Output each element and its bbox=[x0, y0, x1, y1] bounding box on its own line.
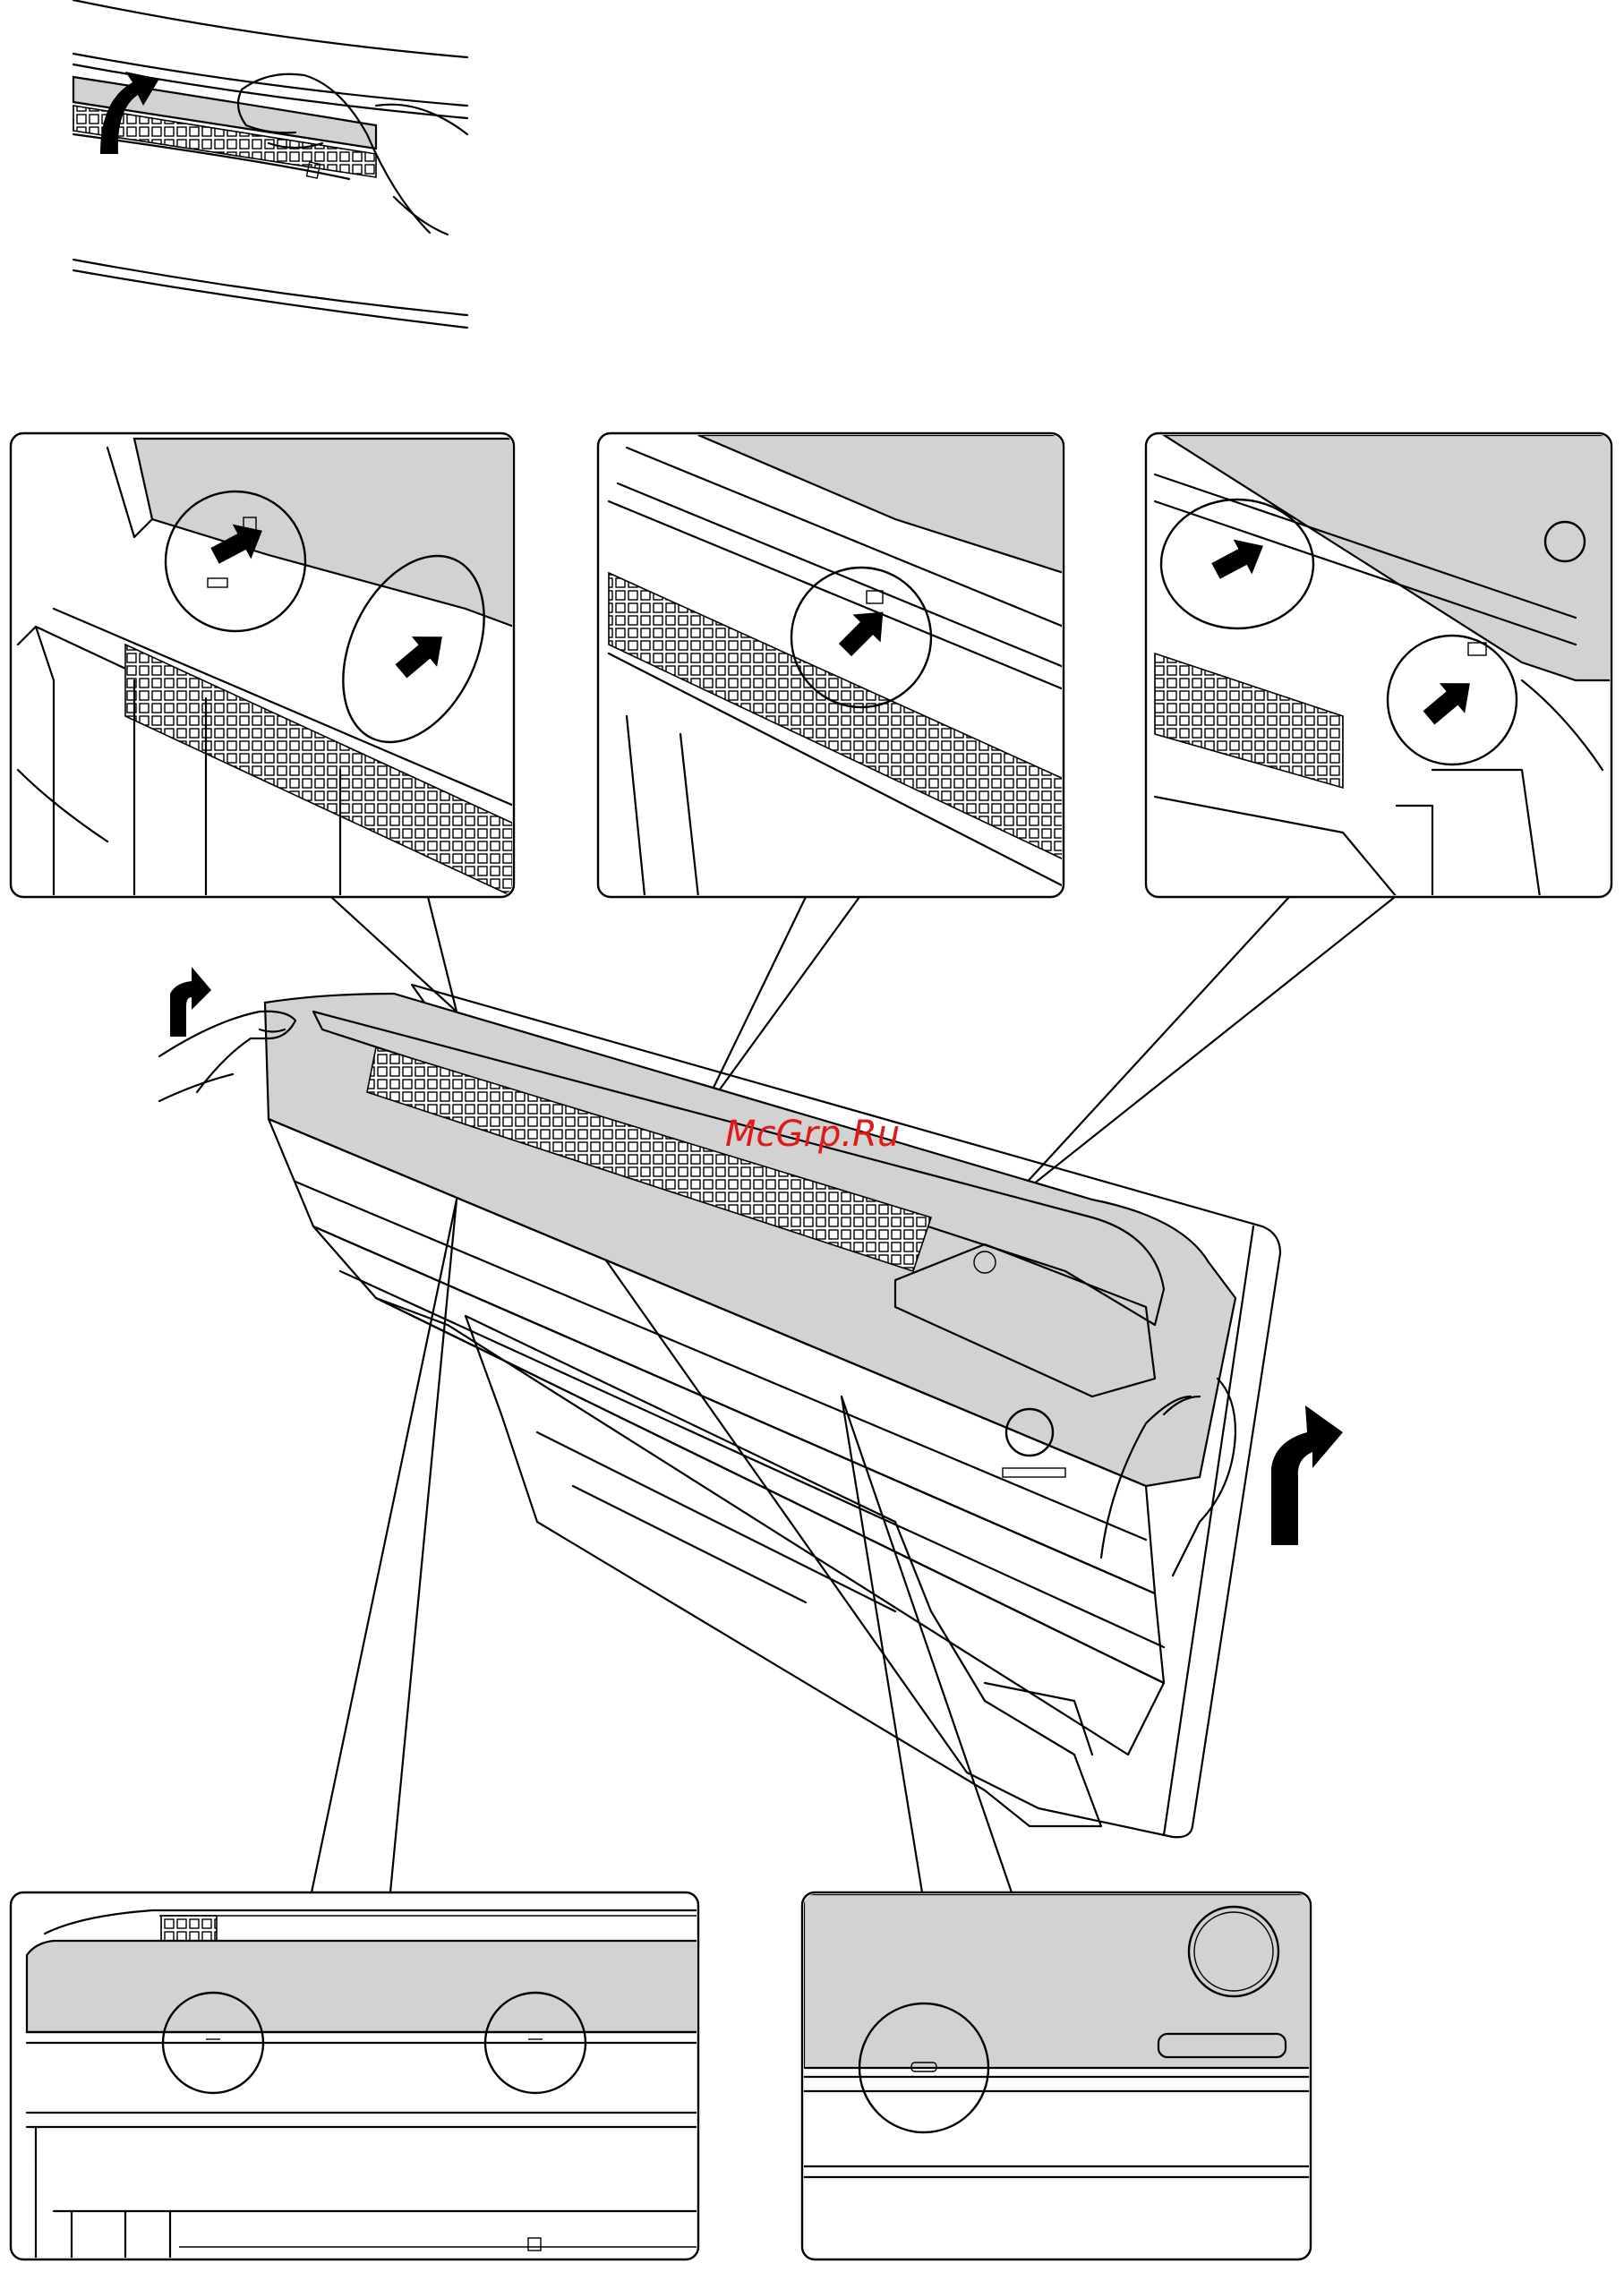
detail-bottom-right bbox=[802, 1892, 1311, 2259]
curved-arrow-up-icon bbox=[170, 967, 211, 1037]
detail-center-top bbox=[598, 433, 1064, 897]
watermark: McGrp.Ru bbox=[725, 1114, 900, 1155]
main-unit-figure bbox=[159, 967, 1343, 1837]
detail-right-top bbox=[1146, 433, 1611, 897]
detail-left-top bbox=[11, 433, 514, 897]
detail-bottom-left bbox=[11, 1892, 698, 2259]
curved-arrow-up-icon bbox=[1271, 1405, 1343, 1545]
top-detail-figure bbox=[73, 0, 467, 328]
